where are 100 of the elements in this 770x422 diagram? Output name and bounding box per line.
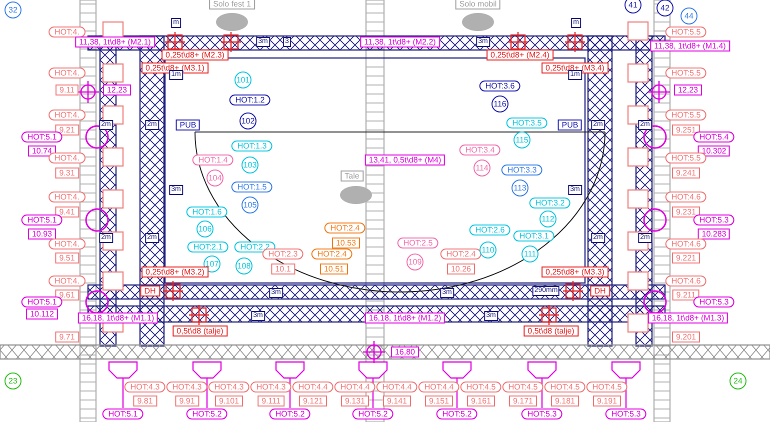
hexagon-tag: HOT:3.2: [529, 198, 571, 208]
boxed-label: 9.161: [466, 396, 496, 406]
number-circle: 116: [492, 96, 508, 112]
hexagon-tag: HOT:5.2: [186, 408, 228, 420]
boxed-label: 9.191: [592, 396, 622, 406]
boxed-label: 9.61: [55, 290, 79, 300]
boxed-label: 11,38, 1t\d8+ (M1.4): [650, 40, 730, 52]
boxed-label: 10.93: [28, 228, 56, 240]
hexagon-tag: HOT:4.3: [166, 382, 208, 392]
number-circle: 32: [4, 2, 22, 18]
boxed-label: 9.121: [298, 396, 328, 406]
hexagon-tag: HOT:4.6: [665, 276, 707, 286]
hexagon-tag: HOT:5.5: [665, 110, 707, 120]
boxed-label: 16,18, 1t\d8+ (M1.2): [364, 312, 446, 324]
hexagon-tag: HOT:5.1: [102, 408, 144, 420]
boxed-label: 9.151: [424, 396, 454, 406]
number-circle: 105: [242, 196, 258, 214]
boxed-label: 9.41: [55, 206, 79, 218]
boxed-label: 11,38, 1t\d8+ (M2.2): [360, 36, 440, 48]
number-circle: 111: [522, 246, 538, 262]
boxed-label: 9.101: [214, 396, 244, 406]
boxed-label: 0,25t\d8+ (M2.3): [162, 50, 228, 60]
boxed-label: 9.11: [56, 84, 78, 96]
hexagon-tag: HOT:4.3: [208, 382, 250, 392]
hexagon-tag: HOT:5.5: [665, 152, 707, 164]
hexagon-tag: HOT:5.1: [21, 132, 63, 142]
hexagon-tag: HOT:1.4: [192, 154, 234, 166]
boxed-label: 13,41, 0,5t\d8+ (M4): [364, 154, 446, 166]
boxed-label: 9.141: [382, 396, 412, 406]
boxed-label: 9.231: [672, 206, 700, 218]
boxed-label: 10.1: [271, 264, 295, 274]
number-circle: 106: [196, 220, 214, 238]
boxed-label: 9.181: [550, 396, 580, 406]
boxed-label: 9.211: [672, 290, 700, 300]
hexagon-tag: HOT:4.: [48, 110, 86, 120]
hexagon-tag: HOT:4.4: [418, 382, 460, 392]
hexagon-tag: HOT:5.3: [693, 296, 735, 308]
hexagon-tag: HOT:4.: [48, 238, 86, 250]
boxed-label: 9.81: [133, 396, 157, 406]
hexagon-tag: HOT:4.5: [460, 382, 502, 392]
boxed-label: Solo mobil: [455, 0, 501, 10]
boxed-label: 16,18, 1t\d8+ (M1.3): [648, 312, 728, 324]
hexagon-tag: HOT:4.: [48, 26, 86, 38]
hexagon-tag: HOT:4.: [48, 68, 86, 78]
hexagon-tag: HOT:1.5: [231, 182, 273, 192]
hexagon-tag: HOT:2.4: [324, 222, 366, 234]
number-circle: 109: [406, 254, 424, 270]
boxed-label: 10.283: [698, 228, 730, 240]
boxed-label: Tale: [340, 170, 364, 182]
hexagon-tag: HOT:2.4: [311, 248, 353, 260]
boxed-label: DH: [590, 286, 610, 296]
boxed-label: 16,18, 1t\d8+ (M1.1): [78, 312, 158, 324]
hexagon-tag: HOT:5.5: [665, 68, 707, 78]
hexagon-tag: HOT:2.5: [397, 238, 439, 248]
hexagon-tag: HOT:3.4: [459, 144, 501, 156]
number-circle: 23: [4, 372, 22, 390]
hexagon-tag: HOT:3.1: [513, 230, 555, 242]
hexagon-tag: HOT:5.5: [665, 26, 707, 38]
hexagon-tag: HOT:4.: [48, 152, 86, 164]
hexagon-tag: HOT:5.2: [436, 408, 478, 420]
hexagon-tag: HOT:5.2: [352, 408, 394, 420]
boxed-label: 9.71: [55, 332, 79, 342]
hexagon-tag: HOT:2.3: [262, 248, 304, 260]
hexagon-tag: HOT:2.4: [440, 248, 482, 260]
number-circle: 103: [242, 156, 258, 174]
boxed-label: 9.201: [672, 332, 700, 342]
hexagon-tag: HOT:4.4: [376, 382, 418, 392]
hexagon-tag: HOT:2.2: [234, 242, 276, 252]
hexagon-tag: HOT:4.6: [665, 238, 707, 250]
hexagon-tag: HOT:1.6: [186, 206, 228, 218]
boxed-label: PUB: [176, 120, 200, 130]
hexagon-tag: HOT:5.4: [693, 132, 735, 142]
hexagon-tag: HOT:1.2: [229, 94, 271, 106]
boxed-label: 12,23: [674, 84, 702, 96]
number-circle: 24: [730, 372, 746, 390]
hexagon-tag: HOT:2.6: [469, 224, 511, 236]
boxed-label: 9.21: [55, 124, 79, 136]
boxed-label: 9.131: [340, 396, 370, 406]
boxed-label: 9.251: [672, 124, 700, 136]
hexagon-tag: HOT:5.3: [605, 408, 647, 420]
number-circle: 41: [624, 0, 642, 14]
boxed-label: 10.26: [446, 264, 476, 274]
boxed-label: 16,80: [390, 346, 420, 358]
number-circle: 107: [204, 256, 220, 272]
boxed-label: 9.31: [55, 168, 79, 178]
hexagon-tag: HOT:4.: [48, 192, 86, 202]
hexagon-tag: HOT:5.2: [269, 408, 311, 420]
hexagon-tag: HOT:5.3: [521, 408, 563, 420]
boxed-label: 9.221: [672, 252, 700, 264]
boxed-label: 9.241: [672, 168, 700, 178]
boxed-label: 0,25t\d8+ (M3.2): [142, 266, 208, 278]
hexagon-tag: HOT:4.4: [292, 382, 334, 392]
boxed-label: 9.91: [175, 396, 199, 406]
hexagon-tag: HOT:4.6: [665, 192, 707, 202]
hexagon-tag: HOT:4.5: [502, 382, 544, 392]
number-circle: 114: [474, 160, 490, 176]
boxed-label: 10.302: [698, 146, 730, 156]
boxed-label: 9.171: [508, 396, 538, 406]
number-circle: 112: [540, 210, 556, 228]
hexagon-tag: HOT:5.3: [693, 214, 735, 226]
